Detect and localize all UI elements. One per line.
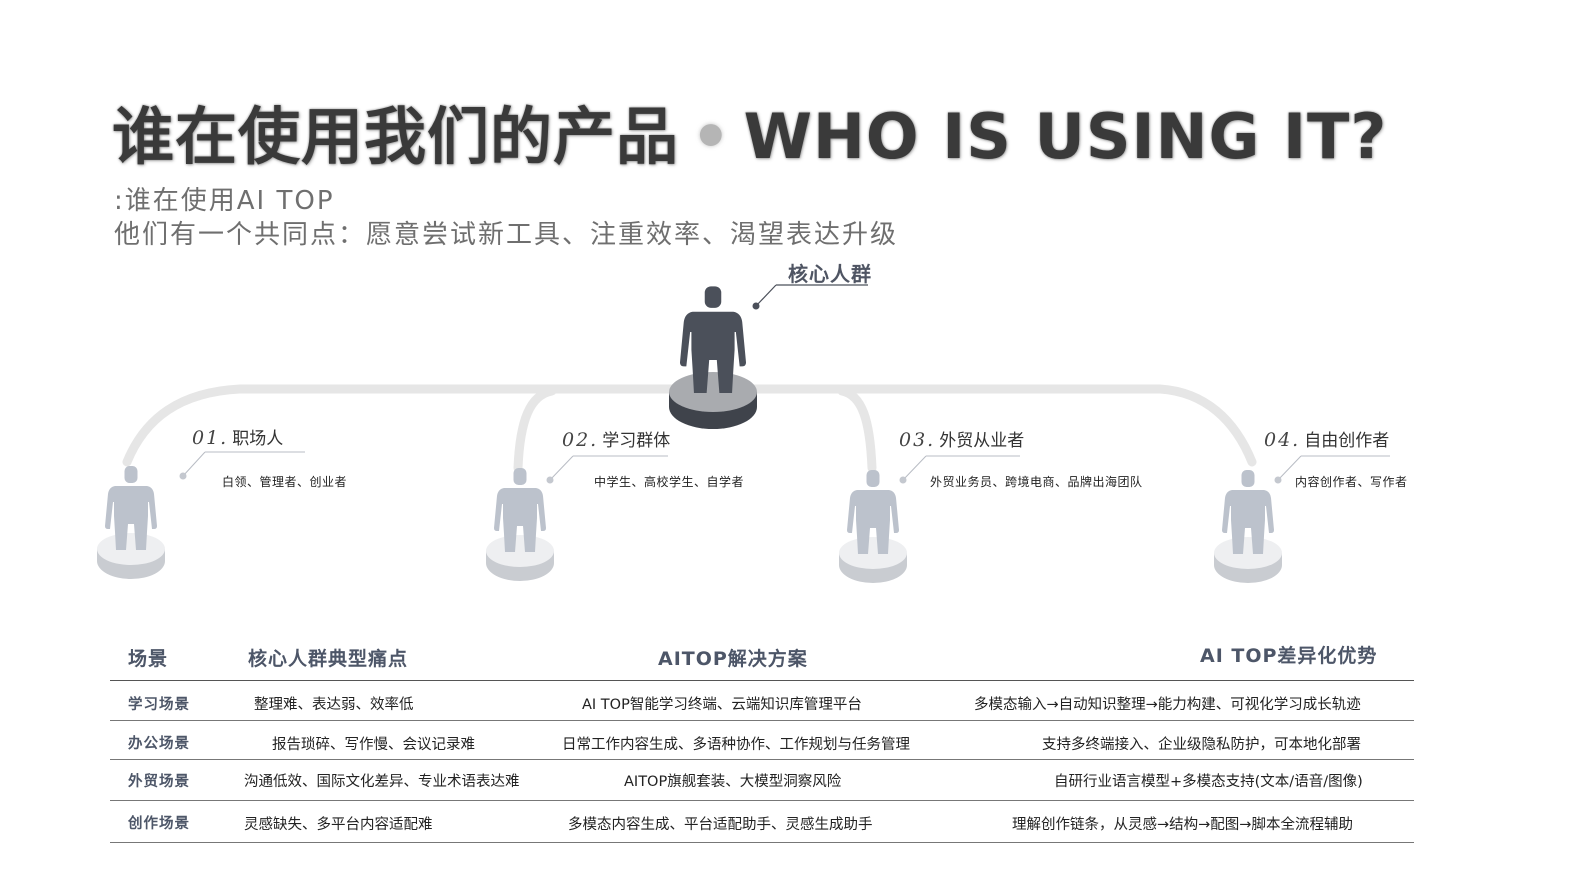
group-number: 02.	[562, 429, 599, 451]
table-header: 场景 核心人群典型痛点 AITOP解决方案 AI TOP差异化优势	[110, 638, 1414, 681]
subtitle-line-2: 他们有一个共同点：愿意尝试新工具、注重效率、渴望表达升级	[114, 220, 899, 250]
group-title-4: 04.自由创作者	[1264, 426, 1389, 451]
table-row: 办公场景 报告琐碎、写作慢、会议记录难 日常工作内容生成、多语种协作、工作规划与…	[110, 721, 1414, 760]
title-separator: •	[691, 100, 732, 173]
cell-advantage: 理解创作链条，从灵感→结构→配图→脚本全流程辅助	[1012, 817, 1353, 833]
group-person-icon-1	[97, 466, 165, 579]
title-en: WHO IS USING IT?	[743, 100, 1388, 173]
group-name: 职场人	[232, 429, 284, 449]
subtitle-line-1: :谁在使用AI TOP	[114, 186, 335, 216]
connector-branch-2	[513, 386, 557, 473]
header-solution: AITOP解决方案	[658, 648, 808, 670]
title-cn: 谁在使用我们的产品	[112, 100, 680, 173]
group-name: 学习群体	[602, 431, 671, 451]
table-row: 创作场景 灵感缺失、多平台内容适配难 多模态内容生成、平台适配助手、灵感生成助手…	[110, 801, 1414, 843]
cell-solution: 多模态内容生成、平台适配助手、灵感生成助手	[568, 817, 873, 833]
group-name: 外贸从业者	[939, 431, 1025, 451]
cell-pain: 整理难、表达弱、效率低	[254, 697, 414, 713]
cell-solution: AITOP旗舰套装、大模型洞察风险	[624, 774, 842, 790]
group-desc-1: 白领、管理者、创业者	[222, 475, 348, 489]
cell-scene: 学习场景	[128, 697, 190, 713]
header-advantage: AI TOP差异化优势	[1200, 645, 1378, 667]
group-pointer-4	[1277, 455, 1302, 481]
group-person-icon-2	[486, 468, 554, 581]
core-person-icon	[669, 286, 757, 429]
connector-curve	[122, 384, 1257, 467]
group-desc-2: 中学生、高校学生、自学者	[594, 475, 745, 489]
page-title: 谁在使用我们的产品•WHO IS USING IT?	[112, 86, 1387, 176]
group-person-icon-3	[839, 470, 907, 583]
group-title-1: 01.职场人	[192, 424, 283, 449]
cell-advantage: 自研行业语言模型+多模态支持(文本/语音/图像)	[1054, 774, 1363, 790]
group-pointer-3	[902, 455, 927, 481]
scenario-table: 场景 核心人群典型痛点 AITOP解决方案 AI TOP差异化优势 学习场景 整…	[110, 638, 1414, 843]
cell-advantage: 多模态输入→自动知识整理→能力构建、可视化学习成长轨迹	[974, 697, 1361, 713]
group-title-2: 02.学习群体	[562, 426, 670, 451]
cell-pain: 报告琐碎、写作慢、会议记录难	[272, 737, 475, 753]
table-row: 学习场景 整理难、表达弱、效率低 AI TOP智能学习终端、云端知识库管理平台 …	[110, 681, 1414, 721]
group-pointer-1	[182, 451, 206, 477]
group-number: 01.	[192, 427, 229, 449]
header-pain-points: 核心人群典型痛点	[248, 648, 409, 670]
group-name: 自由创作者	[1304, 431, 1390, 451]
group-number: 03.	[899, 429, 936, 451]
header-scene: 场景	[128, 648, 169, 670]
group-desc-4: 内容创作者、写作者	[1295, 475, 1408, 489]
cell-advantage: 支持多终端接入、企业级隐私防护，可本地化部署	[1042, 737, 1361, 753]
cell-scene: 办公场景	[128, 736, 190, 752]
group-desc-3: 外贸业务员、跨境电商、品牌出海团队	[930, 475, 1143, 489]
cell-scene: 创作场景	[128, 816, 190, 832]
cell-pain: 灵感缺失、多平台内容适配难	[244, 817, 433, 833]
cell-solution: AI TOP智能学习终端、云端知识库管理平台	[582, 697, 862, 713]
core-pointer	[755, 284, 868, 307]
group-person-icon-4	[1214, 470, 1282, 583]
cell-scene: 外贸场景	[128, 774, 190, 790]
cell-pain: 沟通低效、国际文化差异、专业术语表达难	[244, 774, 520, 790]
core-group-label: 核心人群	[788, 262, 872, 286]
group-title-3: 03.外贸从业者	[899, 426, 1024, 451]
connector-branch-3	[837, 386, 877, 473]
group-number: 04.	[1264, 429, 1301, 451]
group-pointer-2	[549, 455, 574, 481]
cell-solution: 日常工作内容生成、多语种协作、工作规划与任务管理	[562, 737, 910, 753]
table-row: 外贸场景 沟通低效、国际文化差异、专业术语表达难 AITOP旗舰套装、大模型洞察…	[110, 760, 1414, 801]
